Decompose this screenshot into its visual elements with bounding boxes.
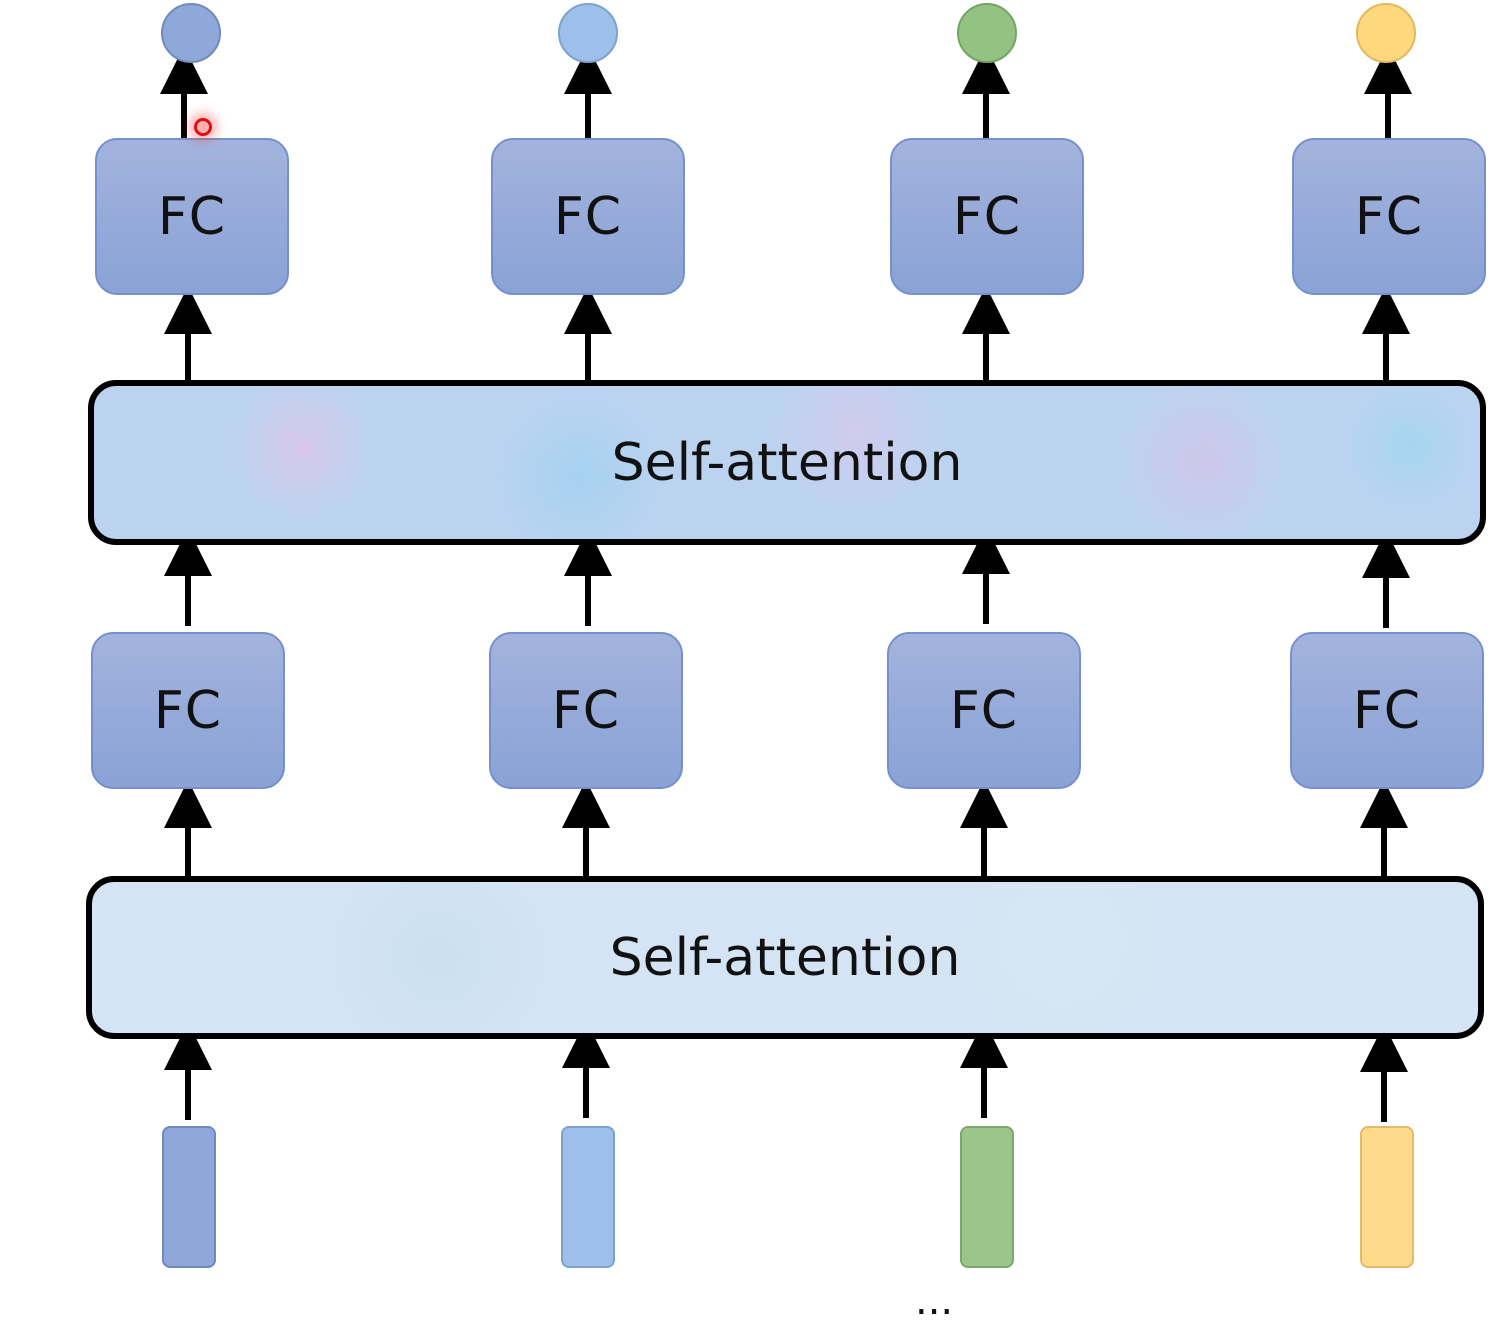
fc-block-top-3: FC xyxy=(890,138,1084,295)
output-node-1 xyxy=(161,3,221,63)
fc-label: FC xyxy=(952,186,1022,247)
fc-block-bottom-1: FC xyxy=(91,632,285,789)
input-vector-2 xyxy=(561,1126,615,1268)
fc-label: FC xyxy=(153,680,223,741)
fc-block-bottom-4: FC xyxy=(1290,632,1484,789)
self-attention-block-bottom: Self-attention xyxy=(86,876,1484,1039)
fc-label: FC xyxy=(1352,680,1422,741)
fc-label: FC xyxy=(551,680,621,741)
caption-partial: ... xyxy=(915,1278,954,1324)
fc-block-bottom-3: FC xyxy=(887,632,1081,789)
fc-label: FC xyxy=(1354,186,1424,247)
self-attention-label: Self-attention xyxy=(609,927,961,988)
diagram-canvas: FC FC FC FC Self-attention FC FC FC FC S… xyxy=(86,3,1486,1324)
fc-block-top-1: FC xyxy=(95,138,289,295)
output-node-2 xyxy=(558,3,618,63)
fc-label: FC xyxy=(157,186,227,247)
fc-block-top-4: FC xyxy=(1292,138,1486,295)
self-attention-block-top: Self-attention xyxy=(88,380,1486,545)
fc-label: FC xyxy=(949,680,1019,741)
pointer-cursor-icon xyxy=(194,118,212,136)
fc-block-bottom-2: FC xyxy=(489,632,683,789)
input-vector-1 xyxy=(162,1126,216,1268)
output-node-4 xyxy=(1356,3,1416,63)
arrows-layer xyxy=(160,46,1412,1122)
input-vector-3 xyxy=(960,1126,1014,1268)
output-node-3 xyxy=(957,3,1017,63)
input-vector-4 xyxy=(1360,1126,1414,1268)
fc-block-top-2: FC xyxy=(491,138,685,295)
self-attention-label: Self-attention xyxy=(611,432,963,493)
fc-label: FC xyxy=(553,186,623,247)
